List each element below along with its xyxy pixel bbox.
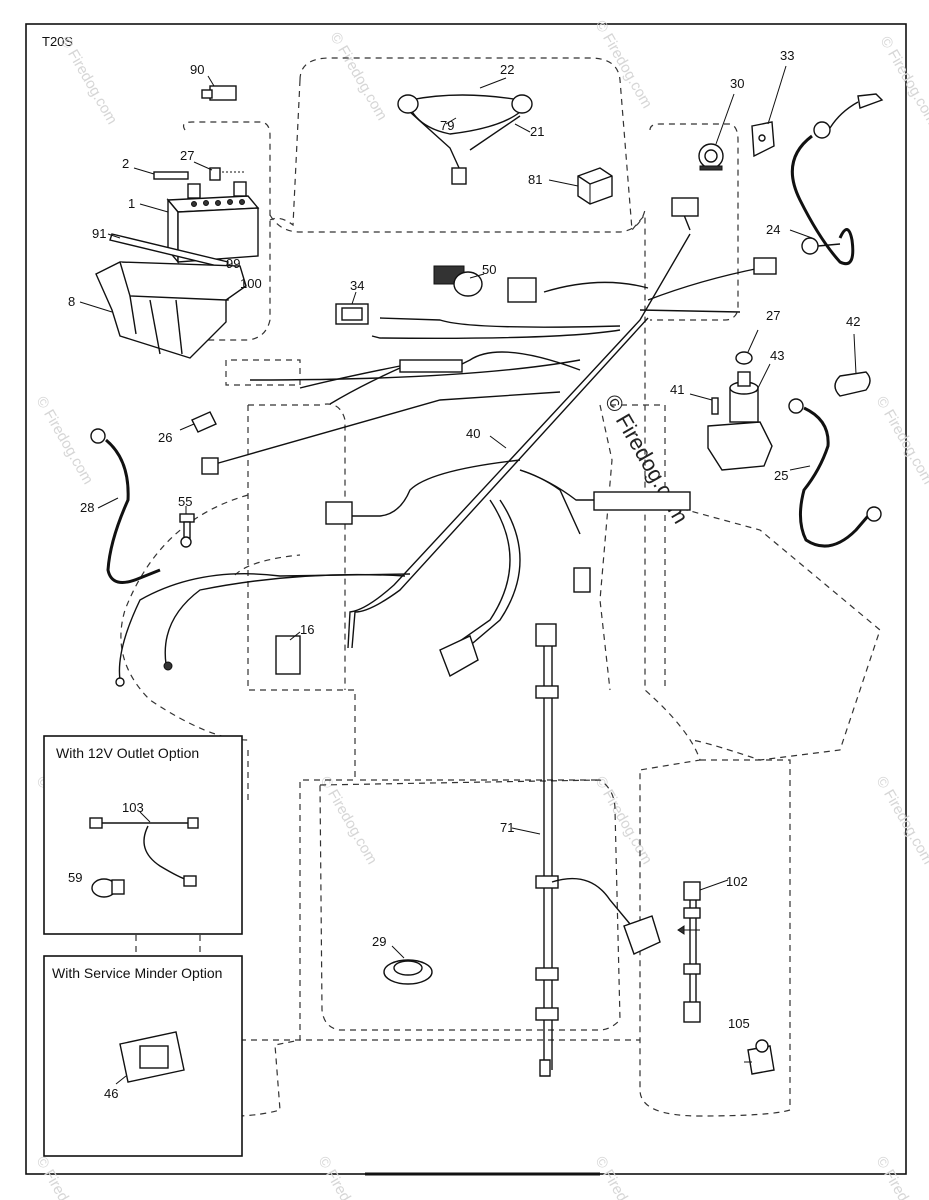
part-102-harness	[677, 879, 729, 1023]
callout-label: 21	[530, 124, 544, 139]
callout-label: 59	[68, 870, 82, 885]
callout-label: 102	[726, 874, 748, 889]
chassis-outline	[120, 57, 881, 1117]
callout-label: 2	[122, 156, 129, 171]
callout-label: 28	[80, 500, 94, 515]
callout-label: 100	[240, 276, 262, 291]
battery-assembly	[79, 161, 260, 359]
callout-label: 40	[466, 426, 480, 441]
diagram-id: T20S	[42, 34, 73, 49]
watermark: © Firedog.com	[873, 1154, 929, 1200]
callout-label: 30	[730, 76, 744, 91]
callout-label: 27	[180, 148, 194, 163]
part-105-switch	[744, 1039, 775, 1075]
callout-label: 99	[226, 256, 240, 271]
part-25-cable	[788, 398, 882, 548]
callout-label: 24	[766, 222, 780, 237]
callout-label: 8	[68, 294, 75, 309]
watermark: © Firedog.com	[33, 394, 97, 488]
callout-label: 27	[766, 308, 780, 323]
callout-label: 41	[670, 382, 684, 397]
callout-label: 91	[92, 226, 106, 241]
callout-label: 46	[104, 1086, 118, 1101]
part-29-horn	[383, 945, 433, 985]
callouts: 90 2 27 1 91 99 100 8 22 79 21 81 30 33 …	[68, 48, 860, 1101]
callout-label: 16	[300, 622, 314, 637]
watermark: © Firedog.com	[592, 1154, 656, 1200]
part-33-bracket	[751, 65, 787, 158]
callout-label: 22	[500, 62, 514, 77]
part-34-switch	[335, 291, 369, 325]
part-81-relay	[548, 167, 613, 205]
watermark: © Firedog.com	[57, 34, 121, 128]
part-28-cable	[90, 428, 161, 584]
inset-minder-title: With Service Minder Option	[52, 965, 222, 981]
watermark: © Firedog.com	[592, 774, 656, 868]
part-41-bolt	[711, 397, 719, 415]
part-90-switch	[201, 75, 237, 101]
part-26-terminal	[179, 411, 217, 433]
callout-label: 79	[440, 118, 454, 133]
callout-label: 42	[846, 314, 860, 329]
part-42-terminal-boot	[834, 333, 871, 397]
callout-label: 25	[774, 468, 788, 483]
callout-label: 81	[528, 172, 542, 187]
callout-label: 71	[500, 820, 514, 835]
part-40-main-harness	[115, 197, 777, 687]
part-27-nut	[735, 351, 753, 365]
callout-label: 55	[178, 494, 192, 509]
inset-12v-outlet: With 12V Outlet Option	[43, 735, 243, 935]
inset-outlet-title: With 12V Outlet Option	[56, 745, 199, 761]
part-50-lamp	[433, 265, 485, 297]
callout-label: 43	[770, 348, 784, 363]
inset-service-minder: With Service Minder Option	[43, 955, 243, 1157]
callout-label: 29	[372, 934, 386, 949]
callout-label: 50	[482, 262, 496, 277]
part-71-harness	[511, 623, 661, 1077]
headlight-harness	[397, 77, 533, 185]
callout-label: 90	[190, 62, 204, 77]
watermark: © Firedog.com	[317, 774, 381, 868]
callout-label: 34	[350, 278, 364, 293]
part-43-solenoid	[689, 329, 773, 471]
watermark: © Firedog.com	[877, 34, 929, 128]
callout-label: 105	[728, 1016, 750, 1031]
watermark: © Firedog.com	[873, 774, 929, 868]
watermark: © Firedog.com	[315, 1154, 379, 1200]
part-24-cable	[789, 93, 884, 266]
part-2-bolt	[153, 171, 189, 180]
callout-label: 103	[122, 800, 144, 815]
part-16-plug	[275, 631, 301, 675]
watermark: © Firedog.com	[33, 1154, 97, 1200]
part-30-ignition-switch	[698, 93, 735, 171]
callout-label: 1	[128, 196, 135, 211]
part-55-screw	[179, 506, 195, 548]
watermark: © Firedog.com	[873, 394, 929, 488]
callout-label: 26	[158, 430, 172, 445]
callout-label: 33	[780, 48, 794, 63]
watermark: © Firedog.com	[592, 18, 656, 112]
watermark: © Firedog.com	[327, 30, 391, 124]
